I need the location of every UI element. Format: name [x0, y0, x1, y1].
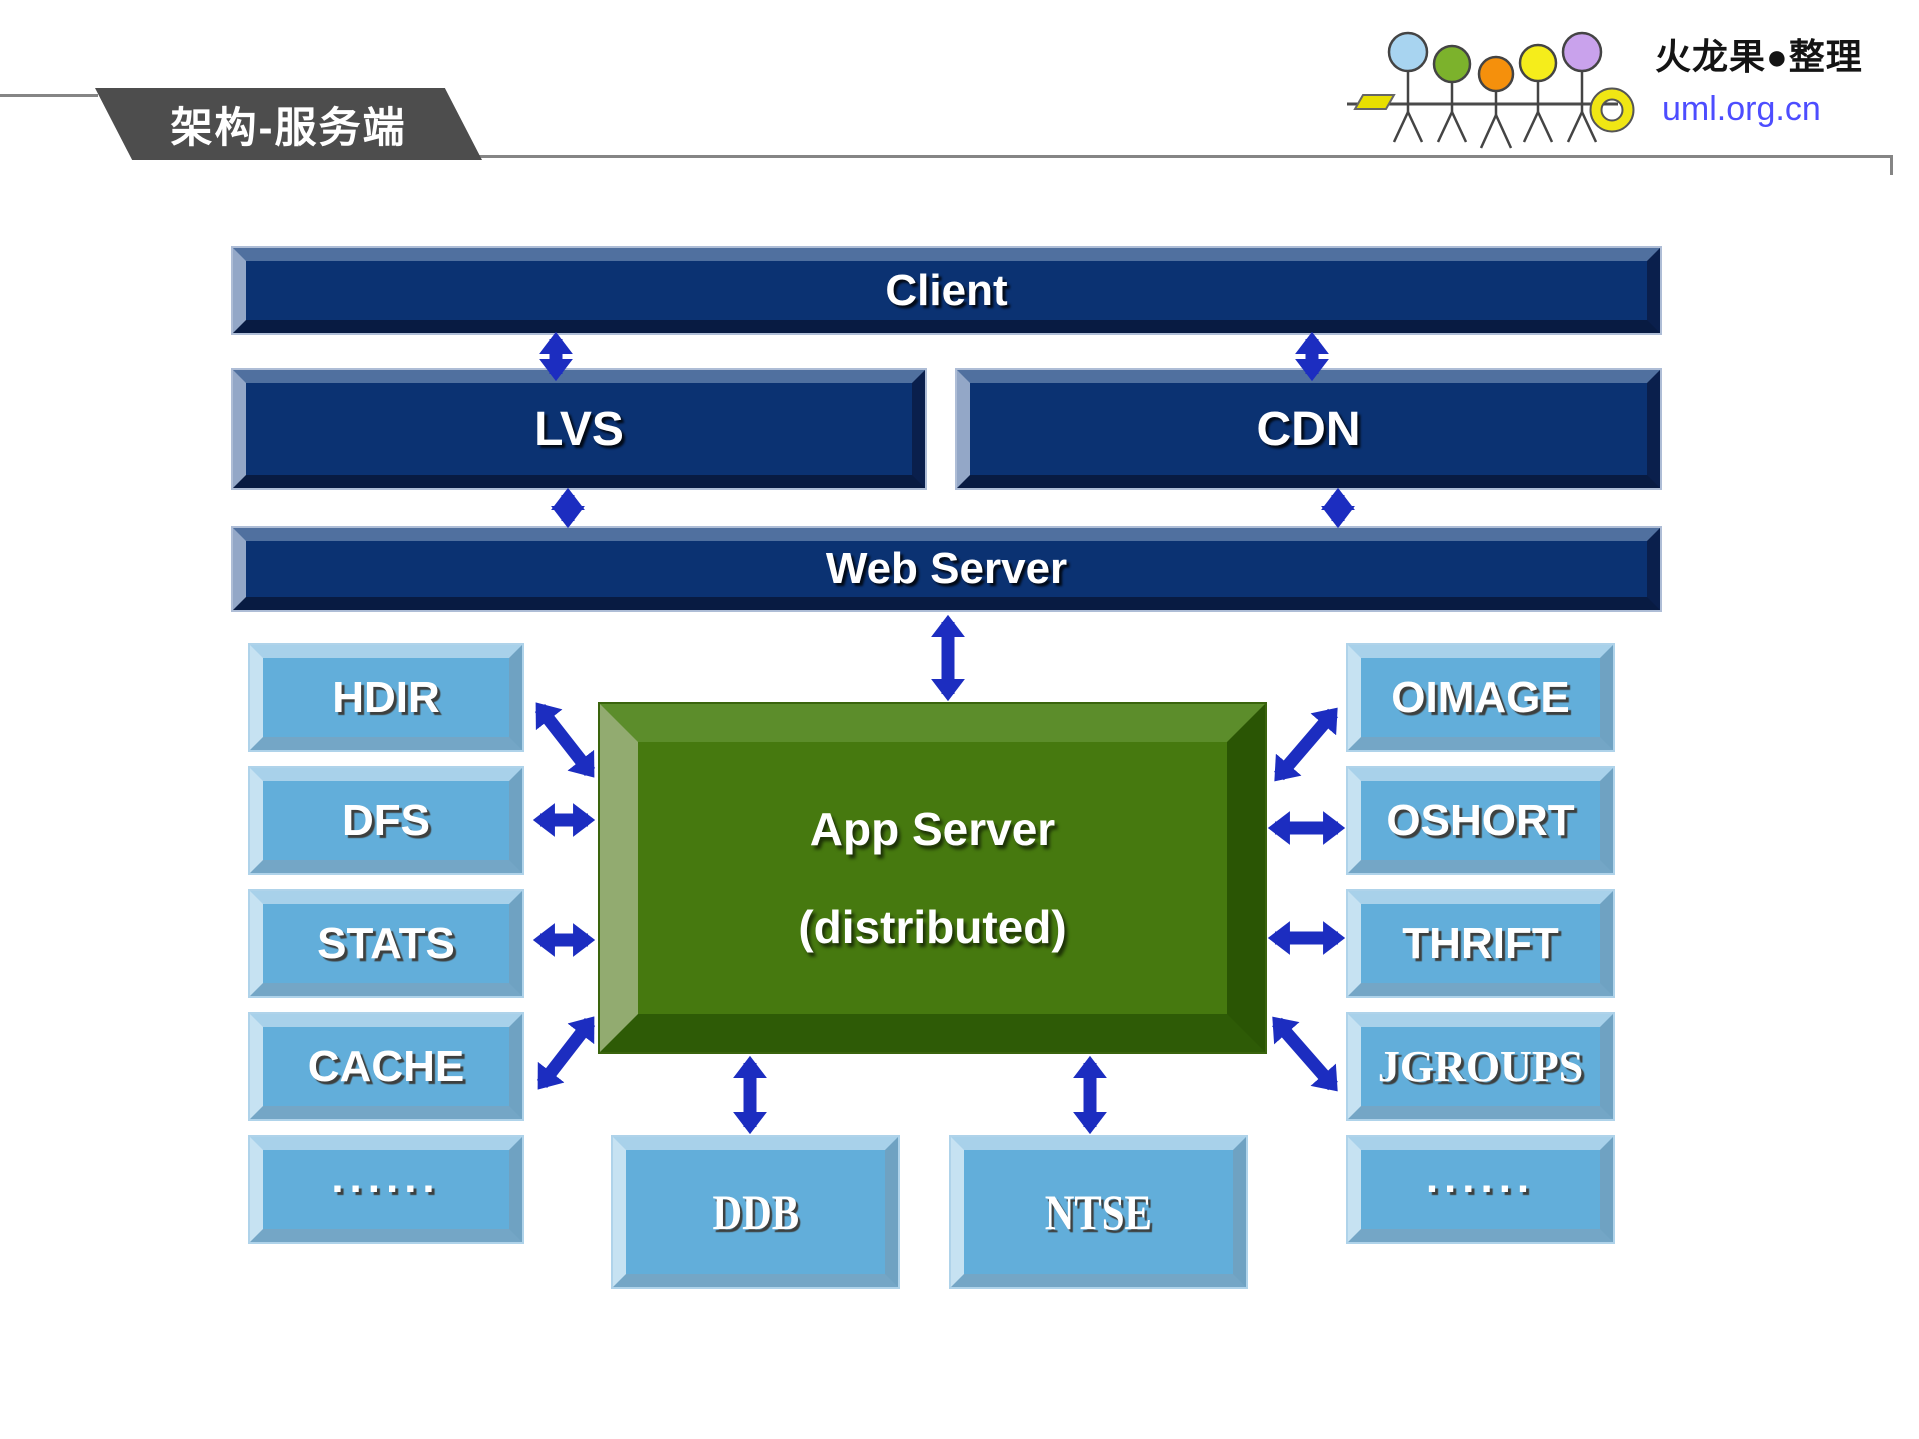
node-oimage-label: OIMAGE: [1391, 672, 1570, 722]
slide-title-badge: 架构-服务端: [95, 88, 482, 160]
slide-title: 架构-服务端: [170, 103, 407, 151]
node-hdir: HDIR: [250, 645, 522, 750]
node-stats-label: STATS: [317, 918, 455, 968]
node-client: Client: [233, 248, 1660, 333]
logo-parallelogram-icon: [1353, 94, 1396, 110]
node-oshort-label: OSHORT: [1386, 795, 1575, 845]
node-cache-label: CACHE: [307, 1041, 465, 1091]
brand-site-url: uml.org.cn: [1662, 90, 1821, 128]
logo-ring-icon: [1589, 87, 1635, 133]
node-app-server-label-line1: App Server: [809, 803, 1056, 855]
node-cdn: CDN: [957, 370, 1660, 488]
node-oimage: OIMAGE: [1348, 645, 1613, 750]
node-lvs: LVS: [233, 370, 925, 488]
node-dfs: DFS: [250, 768, 522, 873]
node-left-ellipsis: ......: [250, 1137, 522, 1242]
node-left-ellipsis-label: ......: [331, 1152, 441, 1202]
node-ddb: DDB: [613, 1137, 898, 1287]
node-ntse: NTSE: [951, 1137, 1246, 1287]
node-dfs-label: DFS: [342, 795, 430, 845]
node-right-ellipsis-label: ......: [1425, 1152, 1536, 1202]
stick-figure-icon: [1432, 44, 1472, 143]
node-app-server: App Server (distributed): [600, 704, 1265, 1052]
node-jgroups: JGROUPS: [1348, 1014, 1613, 1119]
header-line-right: [468, 155, 1893, 158]
header-line-end-tick: [1890, 155, 1893, 175]
node-web-server: Web Server: [233, 528, 1660, 610]
stick-figure-icon: [1518, 43, 1558, 143]
node-web-server-label: Web Server: [825, 544, 1068, 593]
header-line-left: [0, 94, 98, 97]
stick-figure-icon: [1477, 55, 1515, 149]
arrow-hdir-app: [534, 702, 596, 778]
node-ddb-label: DDB: [712, 1184, 799, 1240]
arrow-app-oimage: [1274, 707, 1338, 782]
node-right-ellipsis: ......: [1348, 1137, 1613, 1242]
stick-figure-icon: [1561, 31, 1603, 143]
node-cache: CACHE: [250, 1014, 522, 1119]
arrow-app-jgroups: [1272, 1016, 1338, 1092]
node-lvs-label: LVS: [534, 402, 624, 456]
node-client-label: Client: [885, 265, 1008, 315]
node-hdir-label: HDIR: [332, 672, 440, 722]
brand-title: 火龙果●整理: [1655, 36, 1863, 77]
node-oshort: OSHORT: [1348, 768, 1613, 873]
node-thrift-label: THRIFT: [1402, 918, 1559, 968]
stick-figure-icon: [1387, 31, 1429, 143]
node-cdn-label: CDN: [1256, 402, 1361, 456]
node-thrift: THRIFT: [1348, 891, 1613, 996]
node-stats: STATS: [250, 891, 522, 996]
arrow-cache-app: [536, 1016, 596, 1090]
node-ntse-label: NTSE: [1044, 1184, 1153, 1240]
node-app-server-label-line2: (distributed): [798, 901, 1067, 953]
node-jgroups-label: JGROUPS: [1377, 1042, 1584, 1091]
uml-org-logo-icon: [1347, 31, 1635, 149]
